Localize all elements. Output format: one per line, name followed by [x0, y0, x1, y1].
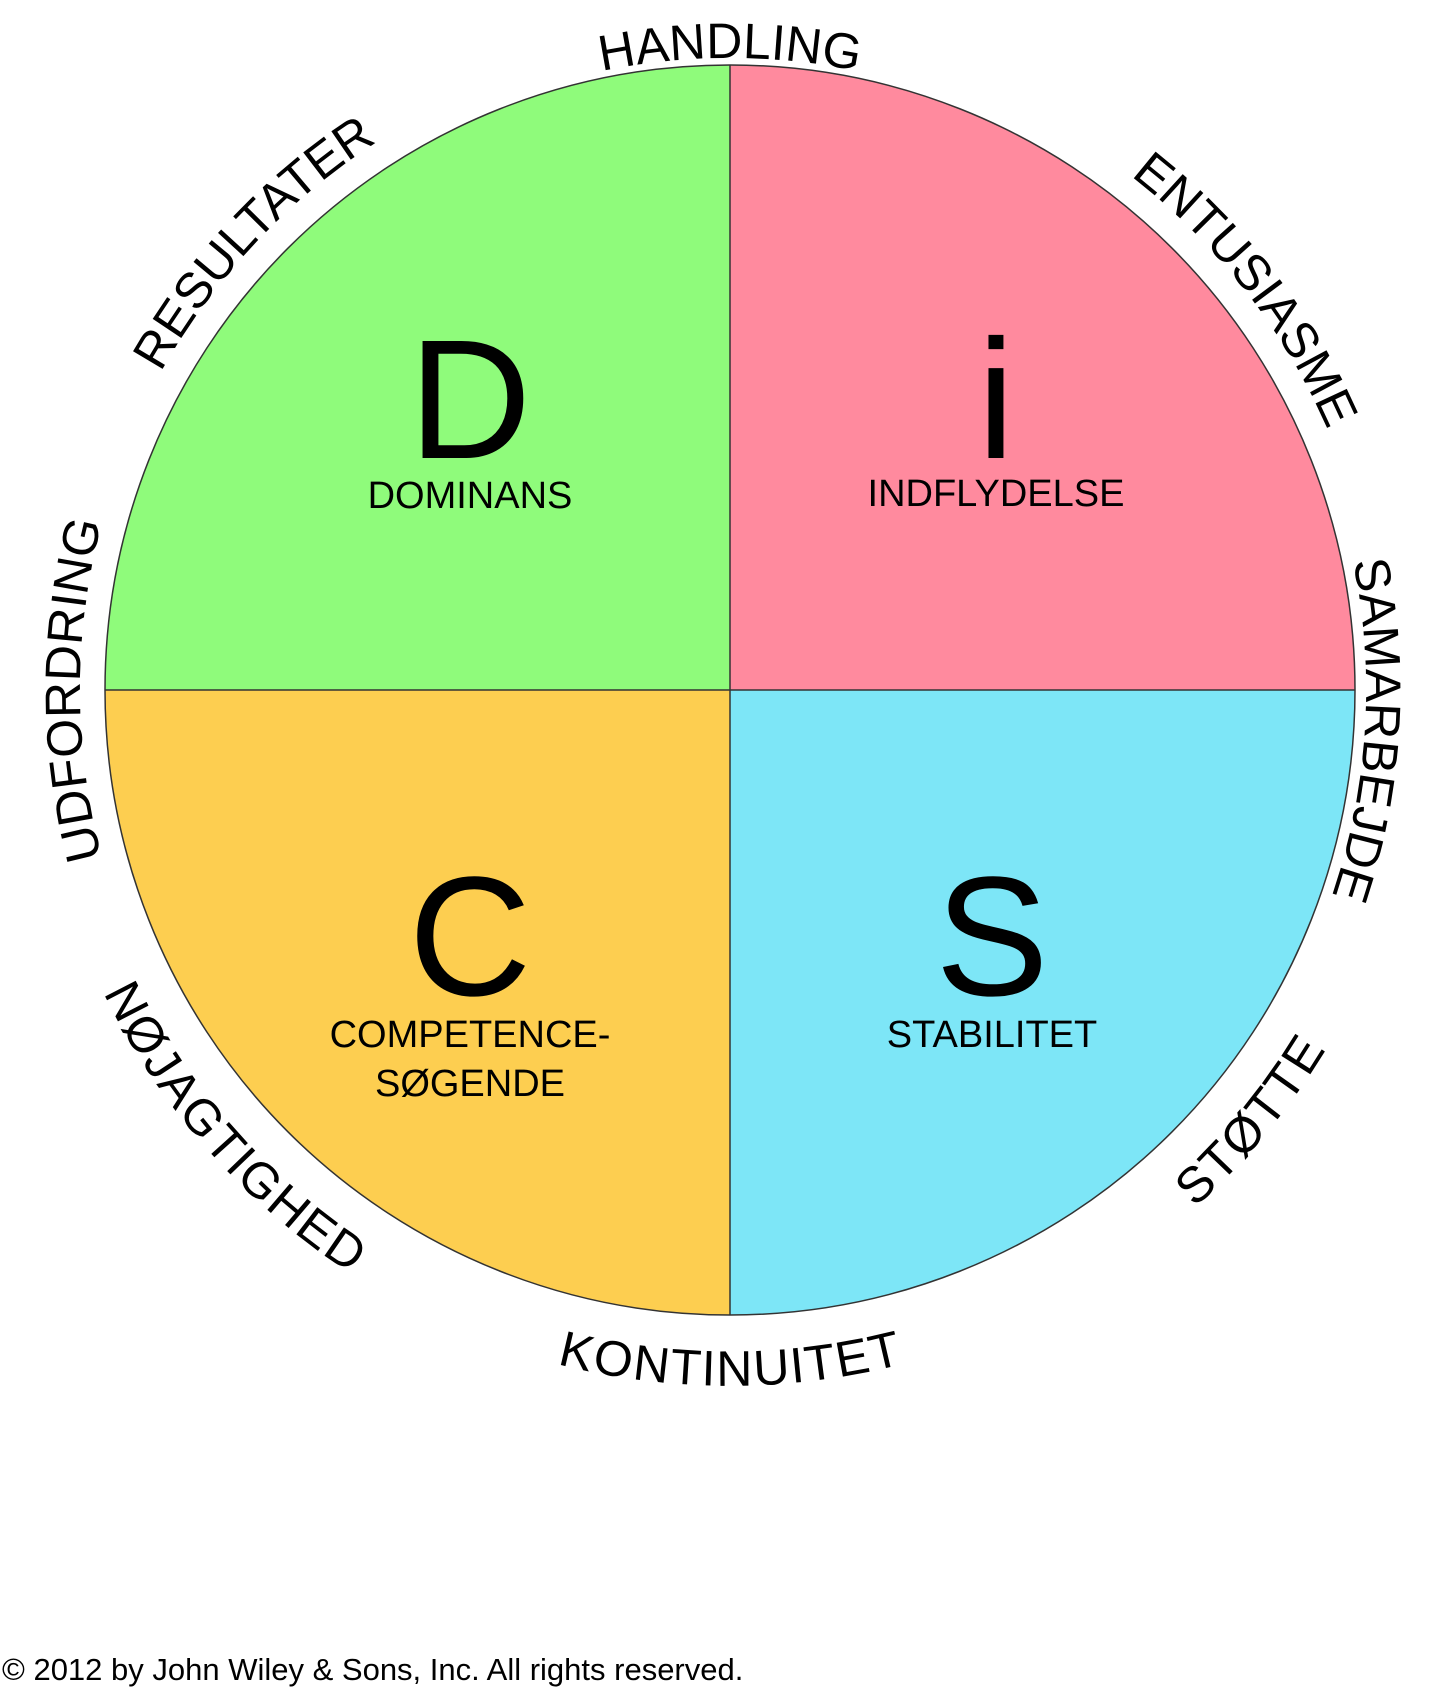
ring-word-kontinuitet: KONTINUITET: [554, 1320, 905, 1397]
quadrant-d-letter: D: [409, 305, 532, 495]
quadrant-s-name: STABILITET: [887, 1014, 1097, 1056]
quadrant-i-letter: i: [977, 305, 1015, 495]
quadrant-c-name-line2: SØGENDE: [375, 1063, 565, 1105]
ring-word-udfordring: UDFORDRING: [35, 512, 113, 868]
quadrant-d-name: DOMINANS: [368, 475, 573, 517]
quadrant-steadiness: [730, 690, 1355, 1315]
quadrant-dominance: [105, 65, 730, 690]
quadrant-influence: [730, 65, 1355, 690]
quadrant-conscientiousness: [105, 690, 730, 1315]
copyright-text: © 2012 by John Wiley & Sons, Inc. All ri…: [2, 1652, 744, 1687]
quadrant-s-letter: S: [935, 842, 1048, 1032]
quadrant-i-name: INDFLYDELSE: [868, 473, 1125, 515]
quadrant-c-letter: C: [409, 842, 532, 1032]
quadrant-c-name-line1: COMPETENCE-: [330, 1014, 611, 1056]
